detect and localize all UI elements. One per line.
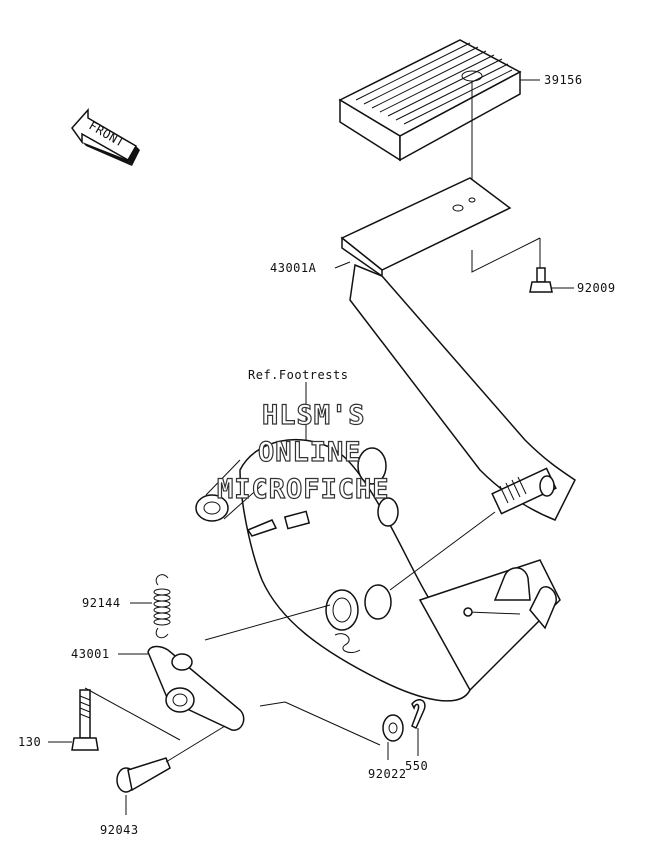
label-39156: 39156 (544, 73, 583, 87)
label-43001: 43001 (71, 647, 110, 661)
front-arrow-icon: FRONT (71, 108, 140, 166)
label-ref-footrests: Ref.Footrests (248, 368, 348, 382)
label-92144: 92144 (82, 596, 121, 610)
label-92009: 92009 (577, 281, 616, 295)
leader-lines (48, 79, 574, 815)
cotter-pin (411, 699, 426, 730)
return-spring (153, 574, 171, 639)
pivot-shaft (204, 467, 557, 641)
footrest-boss (195, 459, 263, 522)
label-43001a: 43001A (270, 261, 317, 275)
pedal-plate (340, 177, 512, 278)
washer (382, 714, 404, 742)
lever-arm (147, 645, 245, 731)
clevis (463, 567, 557, 630)
watermark-line1: HLSM'S (262, 400, 366, 431)
label-92043: 92043 (100, 823, 139, 837)
mounting-bolt (529, 267, 553, 293)
clip-pin (246, 510, 311, 537)
label-130: 130 (18, 735, 41, 749)
watermark: HLSM'S ONLINE MICROFICHE (216, 399, 390, 505)
pedal-body (239, 438, 561, 702)
pedal-pad (338, 39, 522, 162)
label-92022: 92022 (368, 767, 407, 781)
bolt (71, 689, 99, 751)
label-550: 550 (405, 759, 428, 773)
watermark-line2: ONLINE (258, 437, 362, 468)
pedal-arm (349, 263, 576, 521)
watermark-line3: MICROFICHE (217, 474, 390, 505)
clevis-pin (116, 725, 226, 793)
